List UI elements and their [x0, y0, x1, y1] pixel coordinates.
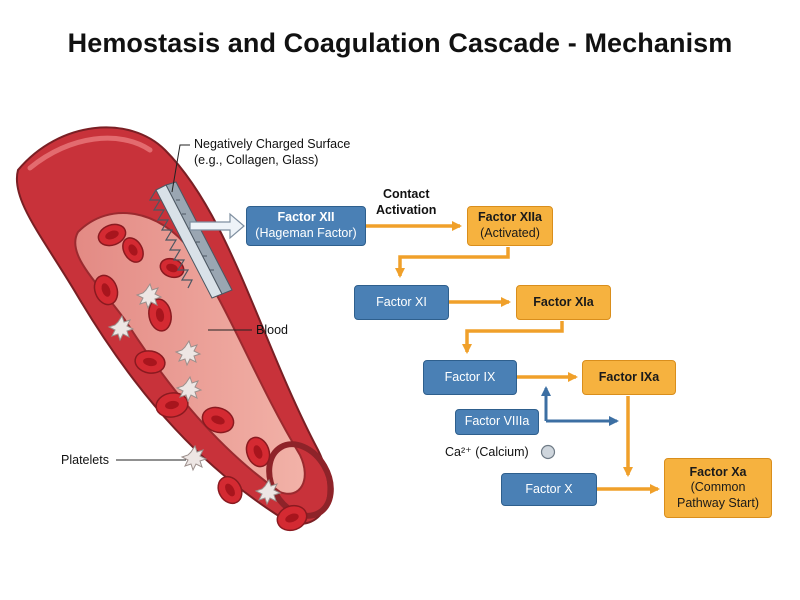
factor-xii-name: Factor XII [277, 210, 335, 225]
calcium-label: Ca²⁺ (Calcium) [445, 445, 529, 459]
rbc [122, 237, 144, 263]
factor-viiia-name: Factor VIIIa [464, 414, 530, 429]
leader-lines [116, 144, 252, 461]
rbc [155, 392, 189, 418]
factor-xia-name: Factor XIa [533, 294, 594, 309]
contact-label-line1: Contact [382, 187, 430, 201]
factor-xiia-subtitle: (Activated) [480, 226, 540, 240]
factor-xa-subtitle-line2: Pathway Start) [677, 495, 759, 510]
rbc [245, 436, 271, 468]
factor-ixa-name: Factor IXa [598, 369, 660, 384]
page-title: Hemostasis and Coagulation Cascade - Mec… [67, 28, 733, 58]
surface-leader [171, 144, 190, 193]
factor-xa-subtitle-line1: (Common [690, 480, 746, 495]
rbc [148, 298, 172, 332]
contact-activation-label: Contact Activation [376, 186, 436, 219]
factor-x-box: Factor X [501, 473, 597, 506]
factor-xii-box: Factor XII (Hageman Factor) [246, 206, 366, 246]
platelet [107, 314, 135, 342]
platelet [180, 444, 208, 472]
factor-ix-name: Factor IX [444, 369, 496, 384]
cofactor-arrows [541, 386, 619, 426]
factor-x-name: Factor X [525, 481, 573, 496]
factor-xi-name: Factor XI [376, 294, 427, 309]
rbc [201, 406, 235, 434]
platelet [174, 339, 202, 367]
rbc [276, 504, 308, 532]
platelets [107, 282, 282, 506]
platelets-label: Platelets [61, 453, 109, 467]
factor-ixa-box: Factor IXa [582, 360, 676, 395]
blood-label: Blood [256, 323, 288, 337]
surface-label-line1: Negatively Charged Surface [194, 137, 351, 151]
rbc [97, 223, 127, 247]
cascade-arrows [366, 221, 660, 494]
platelet [175, 375, 203, 403]
negatively-charged-surface [148, 181, 233, 299]
contact-label-line2: Activation [376, 203, 437, 218]
rbc [93, 274, 119, 306]
factor-xiia-box: Factor XIIa (Activated) [467, 206, 553, 246]
platelet [254, 478, 282, 506]
factor-xi-box: Factor XI [354, 285, 449, 320]
rbc [134, 350, 166, 374]
factor-viiia-box: Factor VIIIa [455, 409, 539, 435]
rbc [217, 475, 243, 505]
surface-label-line2: (e.g., Collagen, Glass) [194, 153, 319, 168]
factor-xa-name: Factor Xa [689, 464, 747, 479]
calcium-ion-icon [540, 444, 556, 460]
red-blood-cells [93, 223, 308, 532]
arrow-f12a-f11 [395, 247, 510, 278]
factor-xa-box: Factor Xa (Common Pathway Start) [664, 458, 772, 518]
factor-ix-box: Factor IX [423, 360, 517, 395]
factor-xia-box: Factor XIa [516, 285, 611, 320]
platelet [135, 282, 163, 310]
surface-label: Negatively Charged Surface (e.g., Collag… [194, 136, 350, 169]
factor-xiia-name: Factor XIIa [478, 210, 542, 225]
arrow-f11a-f9 [462, 321, 564, 354]
factor-xii-subtitle: (Hageman Factor) [255, 226, 357, 240]
contact-arrow [189, 212, 245, 240]
